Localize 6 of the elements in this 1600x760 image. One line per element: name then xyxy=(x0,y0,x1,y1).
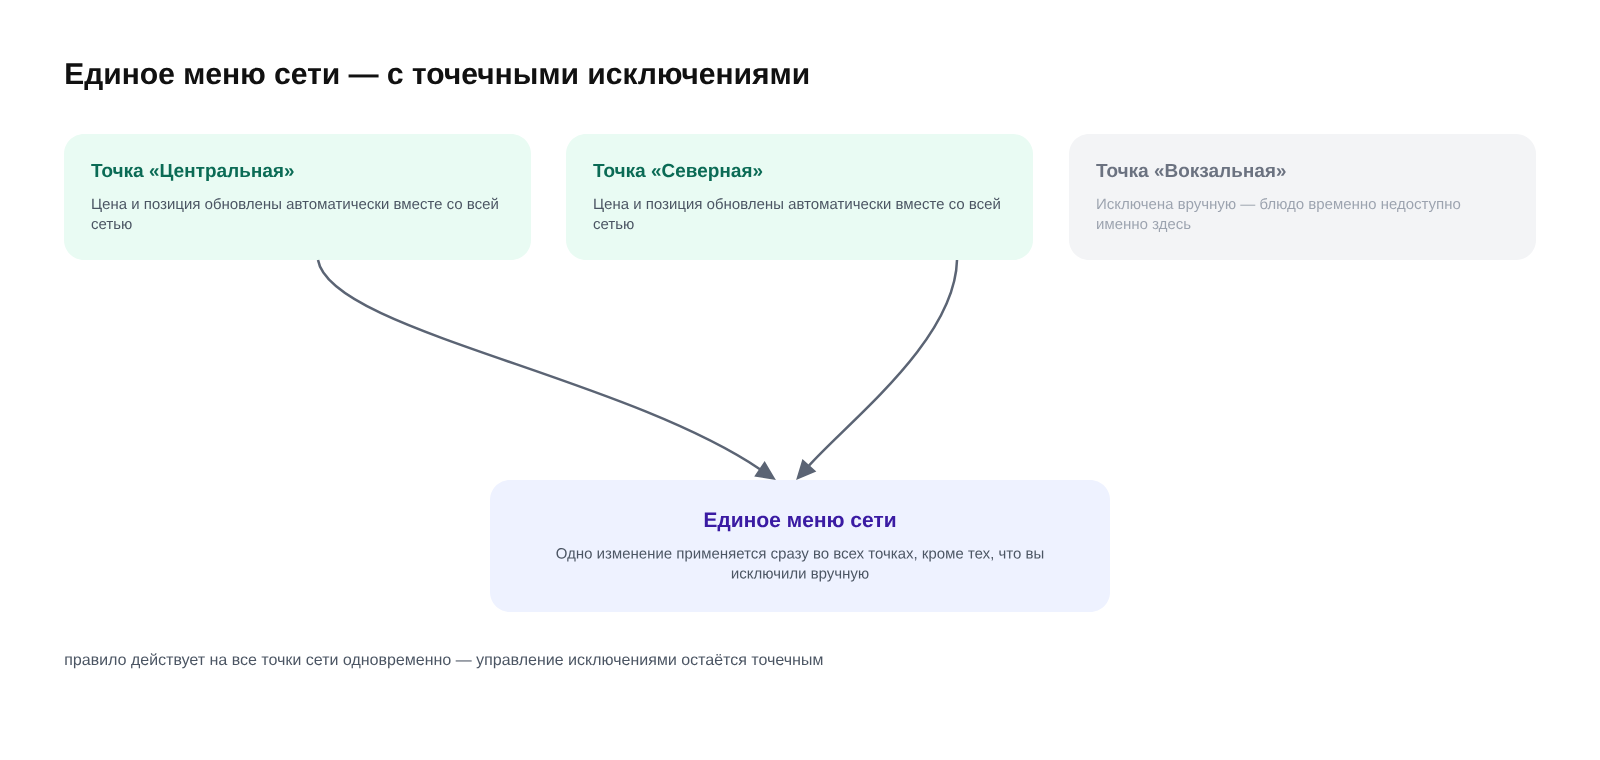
card: Точка «Вокзальная» Исключена вручную — блюдо временно недоступно именно здесь xyxy=(1069,134,1536,260)
card: Точка «Северная» Цена и позиция обновлены автоматически вместе со всей сетью xyxy=(566,134,1033,260)
card: Точка «Центральная» Цена и позиция обновлены автоматически вместе со всей сетью xyxy=(64,134,531,260)
caption: правило действует на все точки сети одновременно — управление исключениями остаётся точечным xyxy=(65,653,823,669)
summary-card: Единое меню сети Одно изменение применяется сразу во всех точках, кроме тех, что вы исключили вручную xyxy=(490,480,1110,612)
title: Единое меню сети — с точечными исключениями xyxy=(66,63,809,90)
